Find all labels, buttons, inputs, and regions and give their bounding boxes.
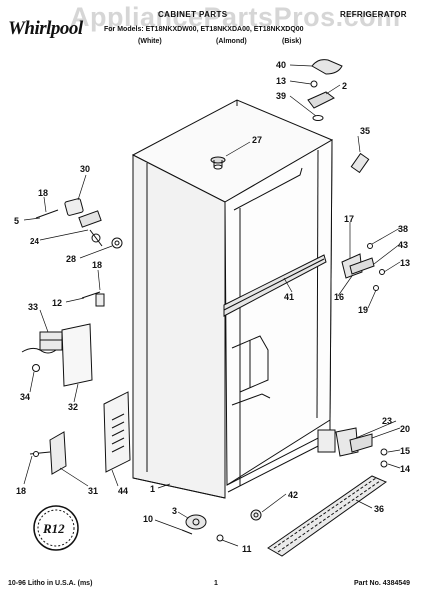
footer-partno: Part No. 4384549 <box>354 580 411 587</box>
cabinet-shell <box>131 99 336 499</box>
top-hinge-assembly <box>307 59 343 121</box>
callout-36: 36 <box>374 504 384 514</box>
callout-12: 12 <box>52 298 62 308</box>
callout-32: 32 <box>68 402 78 412</box>
callout-10: 10 <box>143 514 153 524</box>
roller-assembly <box>181 514 224 542</box>
door-stop <box>350 152 370 174</box>
top-hinge <box>307 91 335 109</box>
section-title: CABINET PARTS <box>158 10 228 19</box>
callout-42: 42 <box>288 490 298 500</box>
callout-2: 2 <box>342 81 347 91</box>
relay-cover <box>61 323 93 387</box>
color-white: (White) <box>138 38 162 45</box>
hinge-washer <box>312 115 324 121</box>
category-label: REFRIGERATOR <box>340 10 407 19</box>
callout-18a: 18 <box>38 188 48 198</box>
callout-1: 1 <box>150 484 155 494</box>
brand-logo: Whirlpool <box>8 18 83 39</box>
callout-41: 41 <box>284 292 294 302</box>
callout-30: 30 <box>80 164 90 174</box>
grille-clip <box>250 509 262 521</box>
toe-grille <box>267 475 388 557</box>
plug-button <box>210 156 226 170</box>
callout-24: 24 <box>30 237 39 246</box>
color-almond: (Almond) <box>216 38 247 45</box>
relay-assembly <box>21 323 93 387</box>
callout-labels: 40 13 2 39 35 27 30 18 5 24 28 18 12 17 … <box>14 60 410 554</box>
bottom-hinge <box>335 427 388 468</box>
cover-plate <box>29 431 67 475</box>
callout-3: 3 <box>172 506 177 516</box>
footer-page: 1 <box>214 580 218 587</box>
models-line: For Models: ET18NKXDW00, ET18NKXDA00, ET… <box>104 26 304 33</box>
r12-seal <box>33 505 79 551</box>
callout-20: 20 <box>400 424 410 434</box>
callout-34: 34 <box>20 392 30 402</box>
rear-access-panel <box>103 391 131 473</box>
callout-40: 40 <box>276 60 286 70</box>
callout-16: 16 <box>334 292 344 302</box>
grommet <box>111 237 123 249</box>
callout-44: 44 <box>118 486 128 496</box>
callout-31: 31 <box>88 486 98 496</box>
footer-litho: 10-96 Litho in U.S.A. (ms) <box>8 580 93 587</box>
callout-23: 23 <box>382 416 392 426</box>
callout-43: 43 <box>398 240 408 250</box>
color-bisk: (Bisk) <box>282 38 302 45</box>
callout-27: 27 <box>252 135 262 145</box>
callout-13b: 13 <box>400 258 410 268</box>
callout-19: 19 <box>358 305 368 315</box>
hinge-screw <box>310 80 318 88</box>
callout-13: 13 <box>276 76 286 86</box>
r12-seal-text: R12 <box>42 521 65 536</box>
clip-and-screw <box>81 291 105 307</box>
center-hinge <box>341 243 385 291</box>
relay-screw <box>32 364 40 372</box>
callout-35: 35 <box>360 126 370 136</box>
callout-39: 39 <box>276 91 286 101</box>
watermark: AppliancePartsPros.com <box>70 2 401 32</box>
callout-33: 33 <box>28 302 38 312</box>
callout-38: 38 <box>398 224 408 234</box>
divider-rail <box>223 254 327 317</box>
callout-5: 5 <box>14 216 19 226</box>
hinge-cover-cap <box>311 59 343 75</box>
callout-18c: 18 <box>16 486 26 496</box>
callout-17: 17 <box>344 214 354 224</box>
callout-15: 15 <box>400 446 410 456</box>
rear-bracket-assembly <box>35 198 103 247</box>
callout-14: 14 <box>400 464 410 474</box>
callout-18b: 18 <box>92 260 102 270</box>
callout-11: 11 <box>242 544 252 554</box>
callout-28: 28 <box>66 254 76 264</box>
leader-lines <box>23 64 401 547</box>
